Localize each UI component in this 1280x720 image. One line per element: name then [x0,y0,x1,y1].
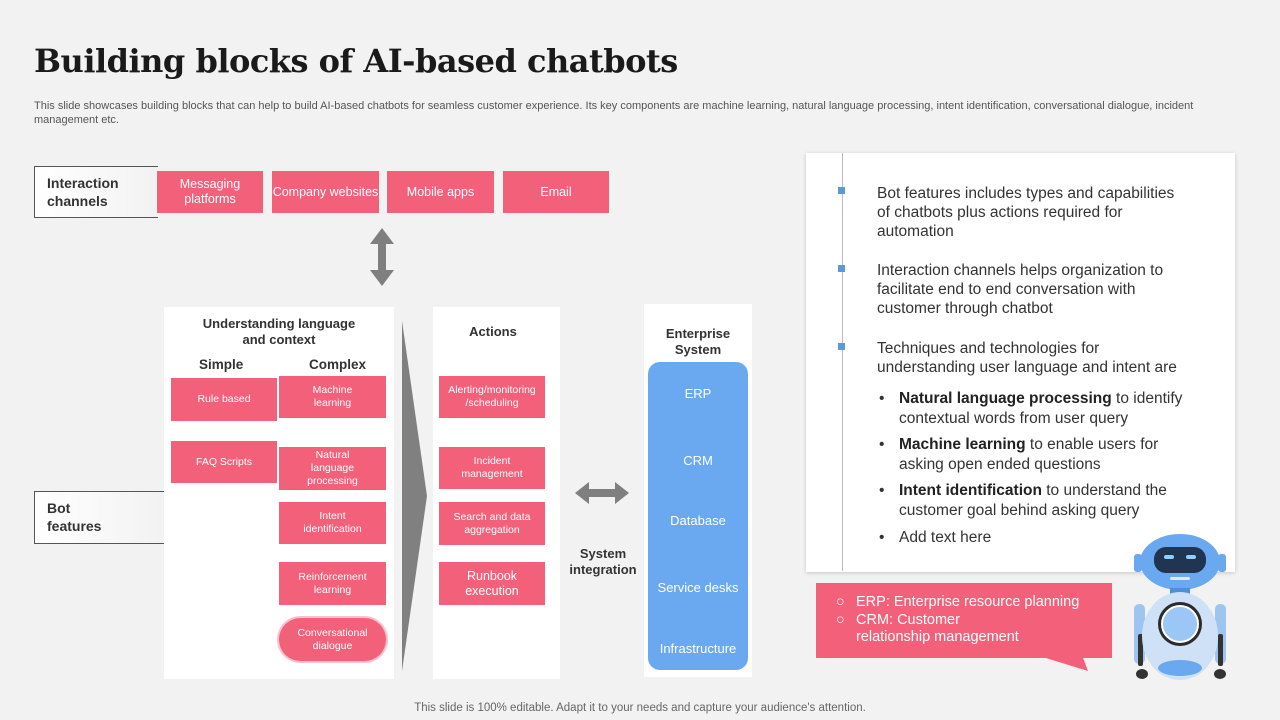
channel-messaging-platforms: Messaging platforms [157,171,263,213]
interaction-channels-label: Interaction channels [34,166,158,218]
complex-intent-identification: Intent identification [279,502,386,544]
channel-mobile-apps: Mobile apps [387,171,494,213]
page-subtitle: This slide showcases building blocks tha… [34,100,1194,126]
info-bullet-1: Natural language processing to identify … [899,389,1199,428]
callout-item-2: ○ CRM: Customer relationship management [836,612,1112,647]
circle-bullet-icon: ○ [836,594,845,610]
bot-features-label: Bot features [34,491,164,544]
double-arrow-vertical-icon [370,228,394,286]
dot-bullet-icon: • [879,529,885,546]
understanding-panel [164,307,394,679]
complex-natural-language-processing: Natural language processing [279,447,386,490]
info-divider [842,153,843,571]
dot-bullet-icon: • [879,436,885,453]
square-bullet-icon [838,187,845,194]
simple-rule-based: Rule based [171,378,277,421]
bot-label-line2: features [47,518,102,534]
info-bullet-3-bold: Intent identification [899,482,1042,499]
simple-heading: Simple [199,357,244,372]
complex-heading: Complex [309,357,367,372]
callout-item-2-text: CRM: Customer relationship management [856,611,1019,646]
interaction-label-line1: Interaction [47,175,119,191]
channel-company-websites: Company websites [272,171,379,213]
info-bullet-2-rest: to enable users for asking open ended qu… [899,436,1159,473]
enterprise-database: Database [670,513,726,528]
actions-heading: Actions [469,324,517,339]
info-bullet-4: Add text here [899,528,1189,548]
square-bullet-icon [838,265,845,272]
channel-email: Email [503,171,609,213]
robot-icon [1134,534,1226,680]
info-bullet-2-bold: Machine learning [899,436,1026,453]
action-search-data-aggregation: Search and data aggregation [439,502,545,545]
double-arrow-horizontal-icon [575,482,629,504]
dot-bullet-icon: • [879,482,885,499]
enterprise-service-desks: Service desks [657,580,739,595]
interaction-label-line2: channels [47,193,108,209]
understanding-heading: Understanding language and context [202,316,356,347]
enterprise-crm: CRM [683,453,713,468]
callout-item-1: ○ ERP: Enterprise resource planning [836,594,1112,612]
info-bullet-1-rest: to identify contextual words from user q… [899,390,1183,427]
enterprise-heading: Enterprise System [665,326,731,357]
complex-reinforcement-learning: Reinforcement learning [279,562,386,605]
info-bullet-1-bold: Natural language processing [899,390,1112,407]
action-alerting: Alerting/monitoring /scheduling [439,376,545,418]
action-runbook-execution: Runbook execution [439,562,545,605]
info-panel [806,153,1235,572]
info-point-2: Interaction channels helps organization … [877,262,1164,317]
info-bullet-4-rest: Add text here [899,529,992,546]
callout-item-1-text: ERP: Enterprise resource planning [856,594,1080,610]
bot-label-line1: Bot [47,500,71,516]
dot-bullet-icon: • [879,390,885,407]
complex-machine-learning: Machine learning [279,376,386,418]
info-bullet-2: Machine learning to enable users for ask… [899,435,1189,474]
info-bullet-3: Intent identification to understand the … [899,481,1199,520]
info-bullet-3-rest: to understand the customer goal behind a… [899,482,1167,519]
chevron-arrow-icon [402,321,427,671]
simple-faq-scripts: FAQ Scripts [171,441,277,483]
square-bullet-icon [838,343,845,350]
enterprise-infrastructure: Infrastructure [659,641,737,656]
callout-box: ○ ERP: Enterprise resource planning ○ CR… [816,583,1112,658]
system-integration-label: System integration [569,546,637,577]
info-point-3: Techniques and technologies for understa… [877,340,1177,376]
page-title: Building blocks of AI-based chatbots [34,42,678,80]
actions-panel [433,307,560,679]
footer-note: This slide is 100% editable. Adapt it to… [414,702,866,714]
circle-bullet-icon: ○ [836,611,845,628]
info-point-1: Bot features includes types and capabili… [877,185,1175,240]
action-incident-management: Incident management [439,447,545,489]
enterprise-column [648,362,748,670]
complex-conversational-dialogue: Conversational dialogue [279,618,386,661]
enterprise-erp: ERP [684,386,712,401]
